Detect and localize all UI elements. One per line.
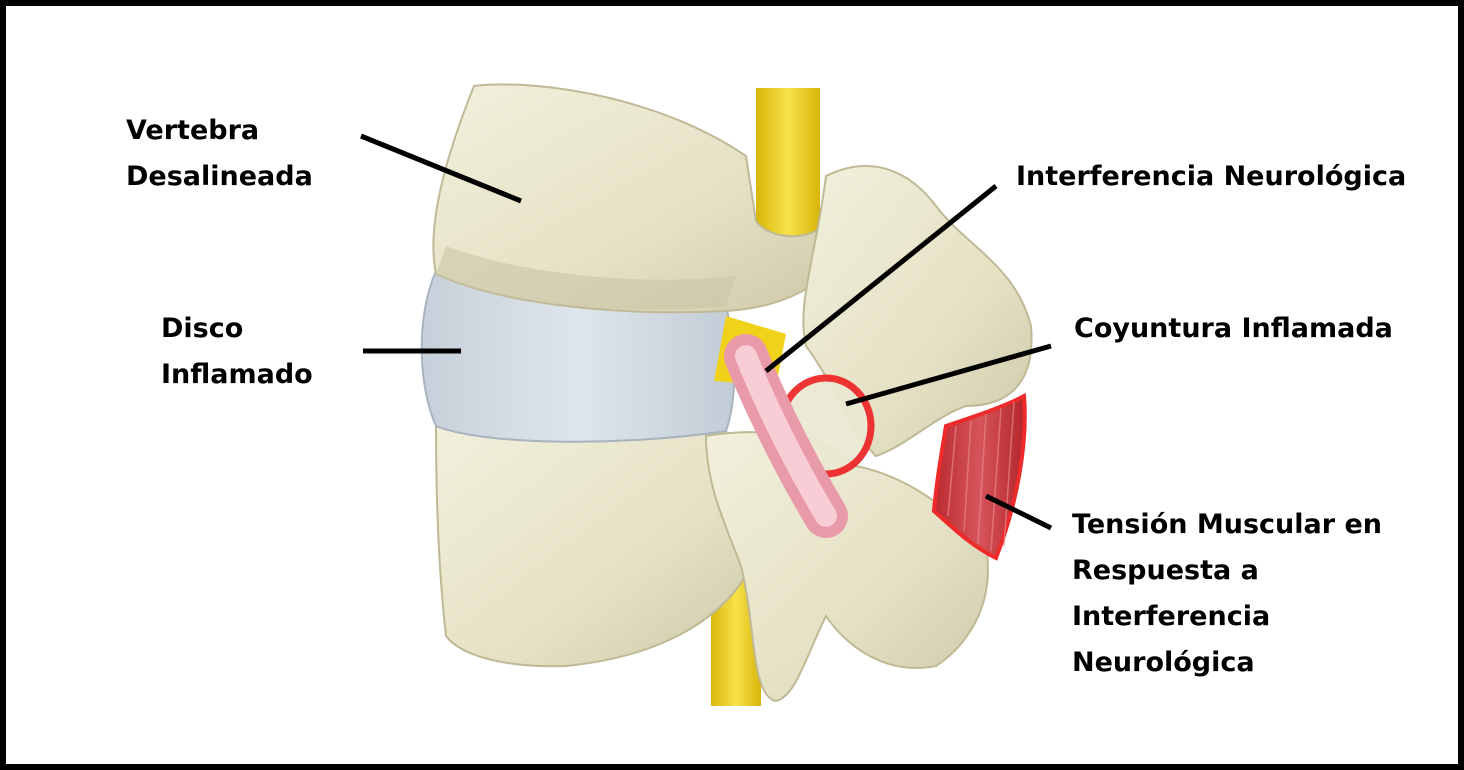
leader-tension <box>984 493 1053 531</box>
label-line: Inflamado <box>161 359 313 390</box>
label-interferencia-neurologica: Interferencia Neurológica <box>1016 154 1406 200</box>
leader-vertebra <box>360 133 522 204</box>
muscle-fibers <box>947 401 1015 552</box>
label-vertebra-desalineada: Vertebra Desalineada <box>126 108 313 200</box>
spinal-cord-upper <box>756 88 820 238</box>
label-line: Coyuntura Inflamada <box>1074 313 1393 344</box>
label-line: Desalineada <box>126 161 313 192</box>
upper-vertebra-shadow <box>436 246 736 310</box>
label-line: Tensión Muscular en <box>1072 509 1382 540</box>
upper-vertebra-body <box>432 83 839 314</box>
tense-muscle <box>931 392 1027 561</box>
leader-coyuntura <box>845 343 1052 407</box>
lower-vertebra-body <box>434 424 753 668</box>
leader-interferencia <box>764 184 998 373</box>
label-line: Neurológica <box>1072 647 1255 678</box>
label-line: Vertebra <box>126 115 260 146</box>
label-line: Respuesta a <box>1072 555 1259 586</box>
label-disco-inflamado: Disco Inflamado <box>161 306 313 398</box>
label-tension-muscular: Tensión Muscular en Respuesta a Interfer… <box>1072 502 1382 686</box>
lower-vertebra-process <box>704 431 989 703</box>
label-line: Interferencia Neurológica <box>1016 161 1407 192</box>
label-line: Interferencia <box>1072 601 1271 632</box>
spine-illustration <box>360 83 1053 706</box>
label-line: Disco <box>161 313 244 344</box>
pinched-nerve-highlight <box>735 345 837 527</box>
label-coyuntura-inflamada: Coyuntura Inflamada <box>1074 306 1393 352</box>
